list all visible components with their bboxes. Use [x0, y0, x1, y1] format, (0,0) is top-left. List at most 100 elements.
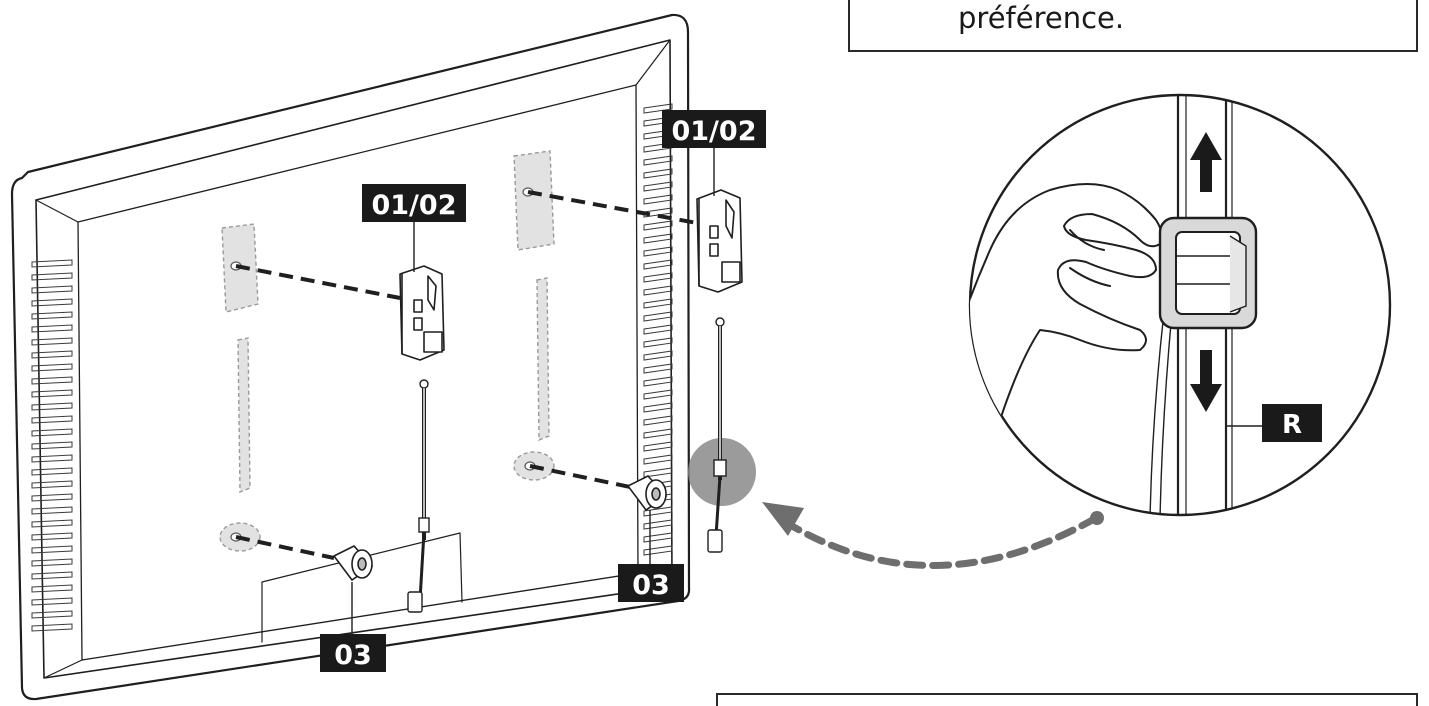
- vent-slot: [31, 571, 73, 580]
- label-leaders: [351, 148, 715, 636]
- vent-slot: [31, 311, 73, 320]
- wall-bracket-left: [399, 265, 445, 361]
- label-spacer-left-bg: [320, 634, 386, 672]
- ghost-bracket-right: [513, 150, 555, 251]
- label-bracket-left-text: 01/02: [371, 190, 456, 221]
- label-cord-r-text: R: [1282, 410, 1302, 440]
- vent-slot: [643, 337, 673, 348]
- vent-slot: [643, 506, 673, 517]
- vent-slot: [643, 298, 673, 309]
- tv-corner-tr: [635, 39, 671, 86]
- vent-slot: [31, 545, 73, 554]
- arrow-down-icon: [1190, 350, 1222, 412]
- vent-slot: [643, 441, 673, 452]
- vent-slot: [31, 389, 73, 398]
- vent-slot: [31, 493, 73, 502]
- wall-bracket-right: [696, 189, 743, 293]
- bracket-right-hook: [725, 199, 735, 239]
- spacer-left: [332, 545, 374, 582]
- dash-bracket-left: [235, 264, 401, 300]
- detail-buckle: [1158, 216, 1258, 330]
- bracket-right-slot-1: [709, 225, 719, 239]
- vent-slot: [31, 376, 73, 385]
- vent-slot: [643, 103, 673, 114]
- spacer-right: [626, 475, 668, 512]
- vent-slot: [643, 285, 673, 296]
- strap-right-ring: [715, 317, 725, 327]
- vent-slot: [31, 467, 73, 476]
- label-bracket-right-text: 01/02: [671, 116, 756, 147]
- label-bracket-right: 01/02: [662, 110, 766, 148]
- vents-right: [643, 103, 673, 556]
- detail-zoom-content: [970, 95, 1262, 515]
- note-top-text: préférence.: [958, 1, 1125, 35]
- label-spacer-left: 03: [320, 634, 386, 672]
- curved-arrow-path: [778, 514, 1100, 569]
- detail-hand: [970, 183, 1164, 421]
- vent-slot: [643, 246, 673, 257]
- safety-strap-right: [707, 317, 727, 553]
- vent-slot: [31, 337, 73, 346]
- vent-slot: [643, 207, 673, 218]
- vent-slot: [31, 350, 73, 359]
- vent-slot: [643, 532, 673, 543]
- strap-left-ring: [419, 379, 429, 389]
- note-box-top: préférence.: [848, 0, 1418, 52]
- vent-slot: [643, 376, 673, 387]
- detail-strands: [1149, 311, 1173, 515]
- vent-slot: [643, 220, 673, 231]
- strap-right-end: [707, 529, 723, 553]
- vent-slot: [643, 402, 673, 413]
- vent-slot: [643, 545, 673, 556]
- vent-slot: [643, 311, 673, 322]
- bracket-left-slot-2: [413, 317, 423, 331]
- strap-left-buckle: [418, 517, 430, 533]
- vent-slot: [643, 467, 673, 478]
- safety-strap-left: [407, 379, 430, 613]
- strap-left-tail: [418, 531, 426, 601]
- spacer-right-bore: [651, 487, 661, 501]
- label-bracket-left-bg: [362, 184, 466, 222]
- vent-slot: [31, 272, 73, 281]
- vents-left: [31, 259, 73, 632]
- strap-right-tail: [714, 475, 722, 537]
- vent-slot: [31, 532, 73, 541]
- bracket-left-slot-1: [413, 299, 423, 313]
- dash-spacer-left: [235, 535, 335, 560]
- curved-arrow-head: [762, 502, 804, 536]
- bracket-left-hook: [427, 275, 437, 311]
- strap-left-end: [407, 591, 423, 613]
- label-spacer-left-text: 03: [334, 640, 372, 671]
- vent-slot: [31, 610, 73, 619]
- vent-slot: [643, 272, 673, 283]
- ghost-holes: [230, 187, 536, 542]
- vent-slot: [643, 389, 673, 400]
- vent-slot: [31, 558, 73, 567]
- spacer-left-bore: [357, 557, 367, 571]
- vent-slot: [31, 415, 73, 424]
- vent-slot: [643, 415, 673, 426]
- hand-outline: [970, 183, 1164, 421]
- tv-corner-bl: [43, 659, 83, 679]
- vent-slot: [643, 259, 673, 270]
- detail-zoom: [968, 93, 1392, 517]
- vent-slot: [31, 298, 73, 307]
- vent-slot: [31, 402, 73, 411]
- vent-slot: [31, 597, 73, 606]
- vent-slot: [31, 584, 73, 593]
- label-cord-r-bg: [1262, 404, 1322, 442]
- hand-finger-crease: [1069, 229, 1111, 287]
- strap-right-buckle: [713, 459, 727, 477]
- vent-slot: [643, 168, 673, 179]
- curved-pointer-arrow: [762, 502, 1104, 569]
- alignment-dashes: [235, 190, 698, 560]
- vent-slot: [31, 363, 73, 372]
- tv-corner-tl: [35, 199, 79, 223]
- vent-slot: [643, 181, 673, 192]
- vent-slot: [31, 259, 73, 268]
- vent-slot: [643, 454, 673, 465]
- note-box-bottom: [716, 693, 1418, 706]
- arrow-up-icon: [1190, 132, 1222, 192]
